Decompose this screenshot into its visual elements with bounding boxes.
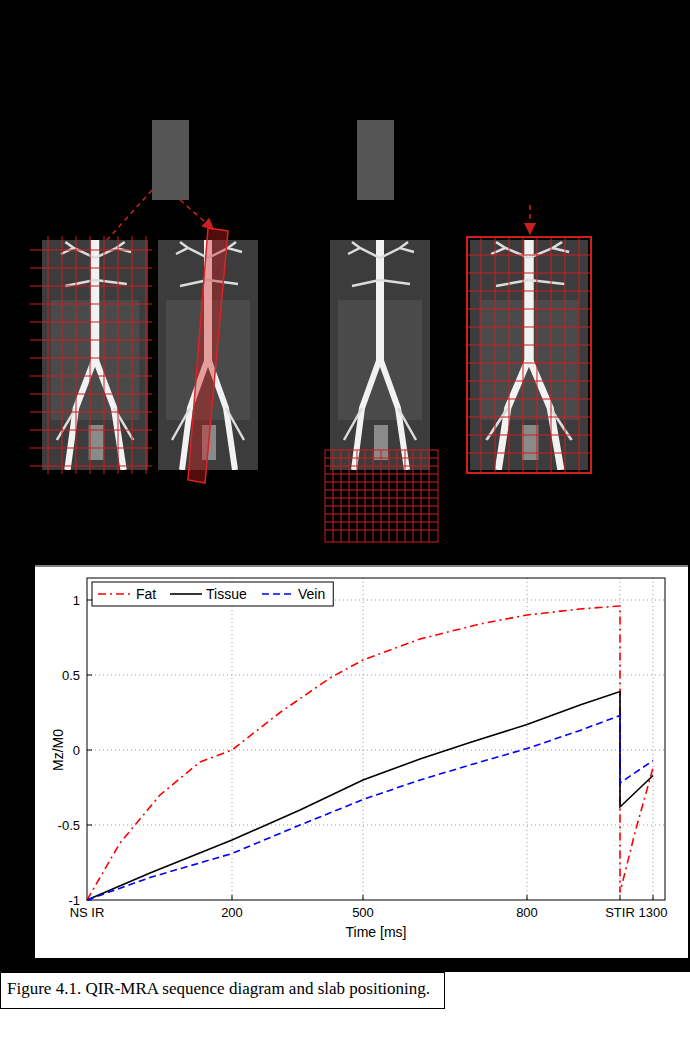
plot-panel xyxy=(35,565,688,958)
tick-label: 200 xyxy=(221,905,243,920)
tick-label: NS IR xyxy=(70,905,105,920)
axis-title: Time [ms] xyxy=(346,924,407,940)
axis-title: Mz/M0 xyxy=(50,729,66,771)
legend-sample xyxy=(98,593,132,595)
dashed-arrow xyxy=(180,200,212,228)
legend-label: Vein xyxy=(298,586,325,602)
tick-label: -0.5 xyxy=(58,818,80,833)
fat-curve xyxy=(87,606,653,900)
vein-curve xyxy=(87,716,653,901)
tick-label: 800 xyxy=(516,905,538,920)
tissue-curve xyxy=(87,692,653,901)
grid-lines xyxy=(87,578,665,900)
tick-label: 0 xyxy=(73,743,80,758)
tick-label: STIR xyxy=(605,905,635,920)
legend-label: Tissue xyxy=(206,586,247,602)
pulse-block xyxy=(357,120,394,200)
tick-marks xyxy=(87,600,653,900)
legend-sample xyxy=(262,593,294,595)
mra-image xyxy=(330,240,430,470)
slab-grid xyxy=(30,236,152,474)
legend-sample xyxy=(170,593,202,595)
slab-grid xyxy=(467,237,591,473)
legend-label: Fat xyxy=(136,586,156,602)
tick-label: 500 xyxy=(352,905,374,920)
black-ground xyxy=(0,0,690,972)
slab-grid xyxy=(325,450,438,542)
panel-rule xyxy=(35,566,688,567)
figure-caption: Figure 4.1. QIR-MRA sequence diagram and… xyxy=(0,972,445,1009)
legend-box xyxy=(92,582,333,606)
tick-label: 1 xyxy=(73,593,80,608)
tilted-slab xyxy=(188,228,228,483)
tick-label: 1300 xyxy=(639,905,668,920)
plot-frame xyxy=(87,578,665,900)
pulse-block xyxy=(152,120,189,200)
dashed-arrow xyxy=(529,205,531,232)
tick-label: 0.5 xyxy=(62,668,80,683)
